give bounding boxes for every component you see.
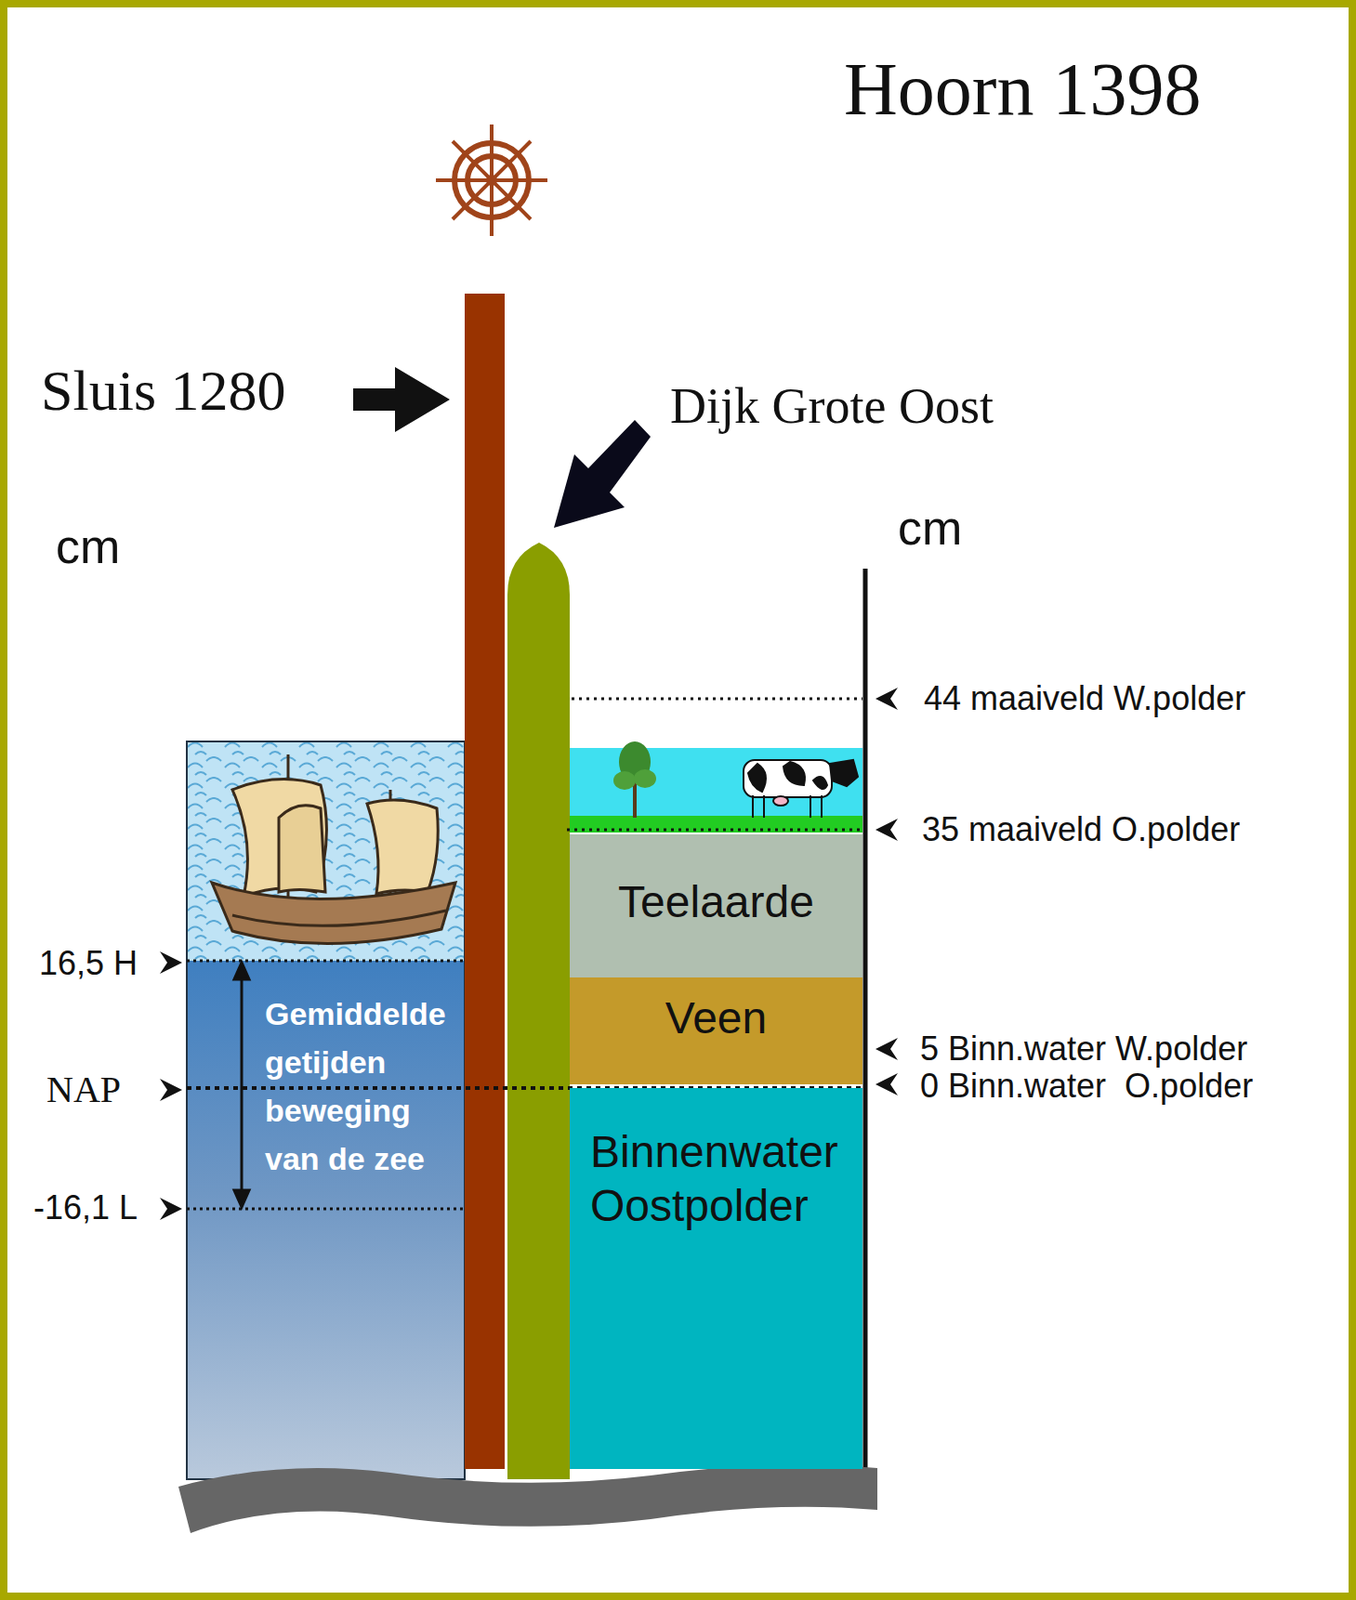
tide-markers	[159, 951, 183, 1221]
sluis-label: Sluis 1280	[40, 358, 287, 422]
tide-note: Gemiddelde getijden beweging van de zee	[264, 989, 465, 1184]
level-label: 44 maaiveld W.polder	[923, 680, 1246, 718]
tide-label: 16,5 H	[39, 945, 138, 983]
scale-line	[863, 568, 869, 1470]
level-markers	[875, 687, 898, 1096]
sea-outline	[186, 741, 465, 1480]
sky	[569, 748, 863, 823]
dike	[507, 542, 570, 1480]
band-label: Veen	[577, 991, 856, 1046]
unit-label: cm	[897, 501, 962, 555]
level-label: 35 maaiveld O.polder	[921, 811, 1240, 849]
soil-band: Teelaarde	[569, 834, 863, 978]
tide-range-arrow	[234, 962, 250, 1208]
sea-water	[186, 961, 465, 1480]
level-label: 5 Binn.water W.polder	[920, 1030, 1248, 1068]
unit-label: cm	[55, 520, 120, 574]
title: Hoorn 1398	[843, 48, 1201, 131]
sea-surface	[186, 741, 465, 965]
sluis-column	[464, 293, 505, 1470]
high-tide-line	[186, 960, 465, 963]
dike-arrow	[553, 420, 651, 528]
band-label: Teelaarde	[577, 875, 856, 930]
nap-label: NAP	[46, 1069, 121, 1111]
ship-wheel	[435, 124, 548, 237]
ship	[211, 754, 456, 945]
low-tide-line	[186, 1208, 465, 1212]
dike-label: Dijk Grote Oost	[670, 379, 994, 435]
tide-label: -16,1 L	[33, 1189, 138, 1227]
ground	[178, 1464, 878, 1534]
soil-band: Binnenwater Oostpolder	[569, 1088, 863, 1470]
soil-band: Veen	[569, 977, 863, 1085]
tree	[613, 741, 657, 818]
cow	[743, 760, 858, 818]
frame	[3, 3, 1353, 1597]
sluis-arrow	[353, 367, 450, 433]
band-label: Binnenwater Oostpolder	[590, 1125, 854, 1233]
level-label: 0 Binn.water O.polder	[920, 1067, 1253, 1106]
